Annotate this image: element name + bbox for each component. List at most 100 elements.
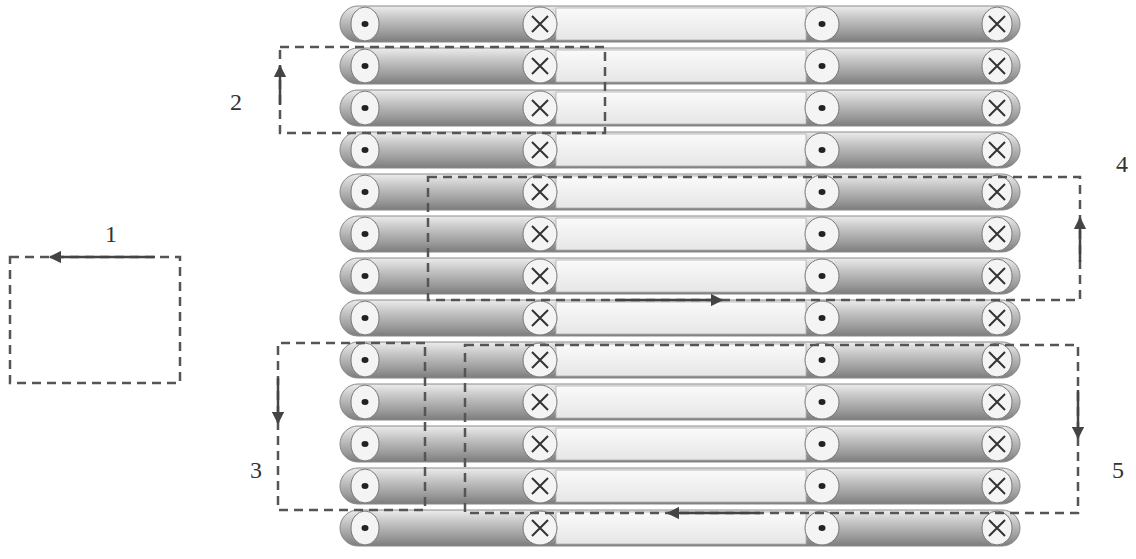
current-in-symbol [982,49,1012,83]
dot-mark [819,189,826,195]
loop-4 [428,177,1080,300]
current-out-symbol [351,511,379,545]
dot-mark [819,441,826,447]
current-in-symbol [982,133,1012,167]
cross-mark [532,184,548,200]
wire-body [340,426,1020,462]
arrow-4a [615,299,722,302]
amperian-loops [10,47,1080,513]
coil-turn [340,132,1020,168]
current-out-symbol [805,49,839,83]
wire-window [556,344,806,376]
current-out-symbol [351,49,379,83]
current-in-symbol [523,301,557,335]
current-in-symbol [982,343,1012,377]
coil-turn [340,174,1020,210]
loop-3 [278,343,425,510]
current-out-symbol [805,511,839,545]
current-in-symbol [982,259,1012,293]
cross-mark [989,268,1005,284]
current-in-symbol [982,217,1012,251]
dot-mark [819,63,826,69]
dot-mark [819,357,826,363]
cross-mark [989,478,1005,494]
current-in-symbol [523,175,557,209]
cross-mark [989,142,1005,158]
current-out-symbol [805,301,839,335]
dot-mark [362,525,369,531]
coil-turn [340,6,1020,42]
current-out-symbol [805,343,839,377]
cross-mark [532,226,548,242]
arrow-5a [1077,390,1080,438]
wire-body [340,468,1020,504]
dot-mark [362,483,369,489]
coil-turn [340,90,1020,126]
dot-mark [362,399,369,405]
arrow-2 [279,66,282,105]
direction-arrows [50,66,1080,513]
cross-mark [532,268,548,284]
cross-mark [989,58,1005,74]
cross-mark [989,394,1005,410]
coil-turn [340,48,1020,84]
wire-window [556,218,806,250]
dot-mark [362,189,369,195]
current-in-symbol [523,259,557,293]
wire-window [556,512,806,544]
loop-1 [10,257,180,383]
wire-body [340,132,1020,168]
current-out-symbol [351,259,379,293]
wire-body [340,48,1020,84]
dot-mark [362,315,369,321]
cross-mark [532,520,548,536]
coil-turn [340,216,1020,252]
dot-mark [362,231,369,237]
wire-window [556,302,806,334]
cross-mark [532,16,548,32]
loop-number: 3 [250,458,262,482]
current-in-symbol [523,217,557,251]
wire-body [340,510,1020,546]
wire-window [556,428,806,460]
coil-turn [340,384,1020,420]
cross-mark [989,184,1005,200]
loop-number: 4 [1116,152,1128,176]
loop-number: 1 [105,222,117,246]
cross-mark [532,310,548,326]
dot-mark [819,273,826,279]
wire-body [340,174,1020,210]
cross-mark [989,226,1005,242]
loop-2 [280,47,605,133]
current-out-symbol [351,91,379,125]
wire-body [340,6,1020,42]
cross-mark [532,394,548,410]
cross-mark [532,352,548,368]
cross-mark [532,100,548,116]
current-out-symbol [351,175,379,209]
arrow-5b [668,512,760,515]
coil-turn [340,342,1020,378]
dot-mark [819,105,826,111]
current-out-symbol [351,301,379,335]
current-out-symbol [351,133,379,167]
wire-window [556,386,806,418]
current-out-symbol [805,175,839,209]
dot-mark [362,357,369,363]
wire-window [556,50,806,82]
cross-mark [532,478,548,494]
coil-turn [340,510,1020,546]
arrow-4b [1079,218,1082,262]
current-in-symbol [982,175,1012,209]
cross-mark [532,58,548,74]
current-in-symbol [523,427,557,461]
current-out-symbol [805,7,839,41]
current-in-symbol [523,385,557,419]
wire-window [556,8,806,40]
current-in-symbol [523,343,557,377]
dot-mark [362,63,369,69]
dot-mark [819,399,826,405]
current-out-symbol [805,91,839,125]
current-in-symbol [523,133,557,167]
